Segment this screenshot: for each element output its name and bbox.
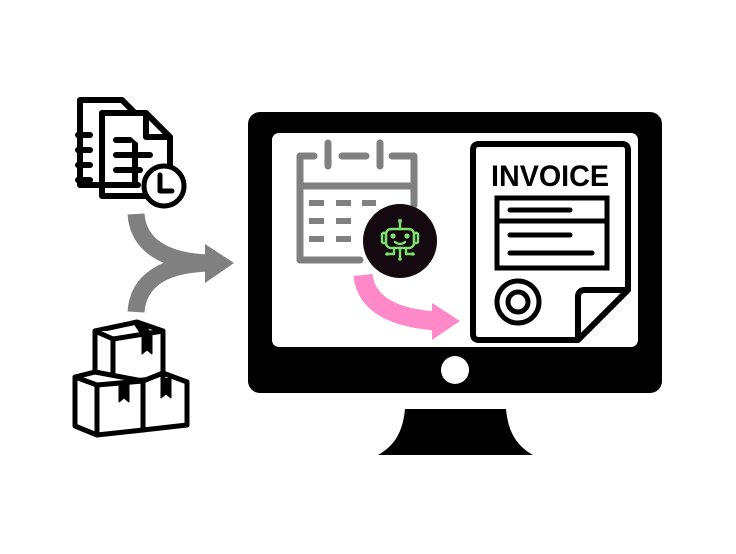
calendar-icon — [296, 139, 418, 264]
invoice-title: INVOICE — [491, 160, 609, 193]
merge-arrow-icon — [127, 212, 234, 314]
documents-clock-icon — [75, 97, 187, 209]
boxes-icon — [72, 319, 190, 438]
power-button — [441, 356, 469, 384]
curved-arrow-icon — [353, 273, 460, 340]
invoice-document-icon: INVOICE — [470, 141, 631, 343]
monitor-stand — [378, 409, 533, 455]
robot-badge — [363, 204, 437, 278]
robot-icon — [380, 219, 420, 261]
seal-icon — [494, 278, 542, 326]
